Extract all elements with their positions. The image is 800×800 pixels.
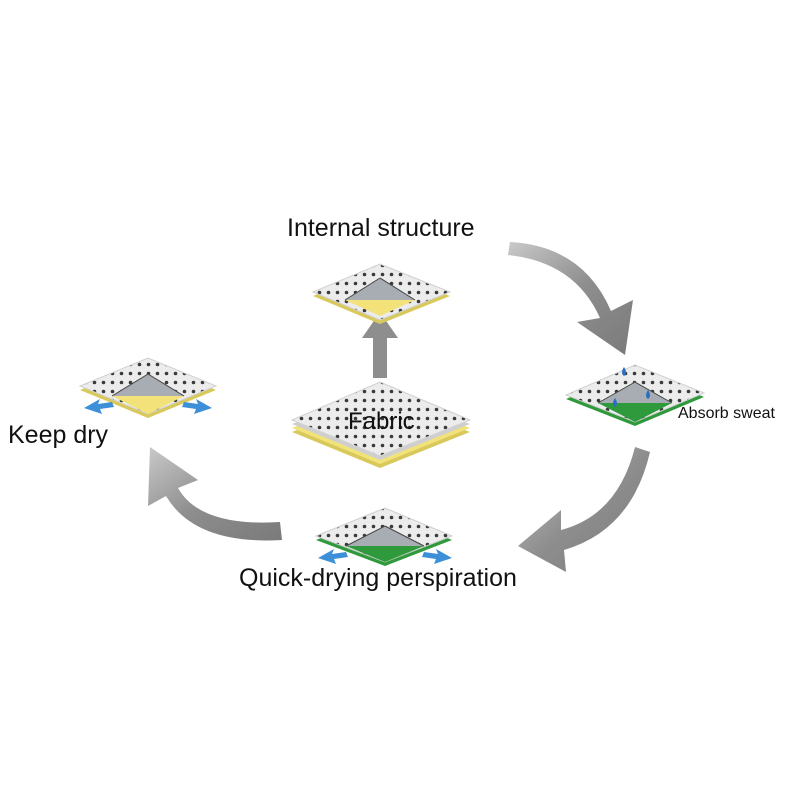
label-internal-structure: Internal structure: [287, 214, 475, 242]
curved-arrow-icon: [518, 447, 650, 572]
absorb-sweat-swatch: [564, 364, 706, 426]
curved-arrow-icon: [148, 447, 282, 541]
water-drop-icon: [613, 367, 650, 407]
airflow-arrow-icon: [84, 399, 212, 414]
internal-structure-swatch: [311, 263, 452, 324]
curved-arrow-icon: [508, 242, 633, 355]
label-keep-dry: Keep dry: [8, 421, 109, 449]
keep-dry-swatch: [78, 357, 218, 418]
label-fabric: Fabric: [348, 408, 415, 435]
fabric-swatch: [290, 381, 472, 468]
label-absorb-sweat: Absorb sweat: [678, 405, 775, 422]
quick-drying-swatch: [314, 507, 454, 566]
up-arrow-icon: [362, 312, 398, 378]
label-quick-drying: Quick-drying perspiration: [239, 564, 517, 592]
airflow-arrow-icon: [318, 549, 452, 564]
